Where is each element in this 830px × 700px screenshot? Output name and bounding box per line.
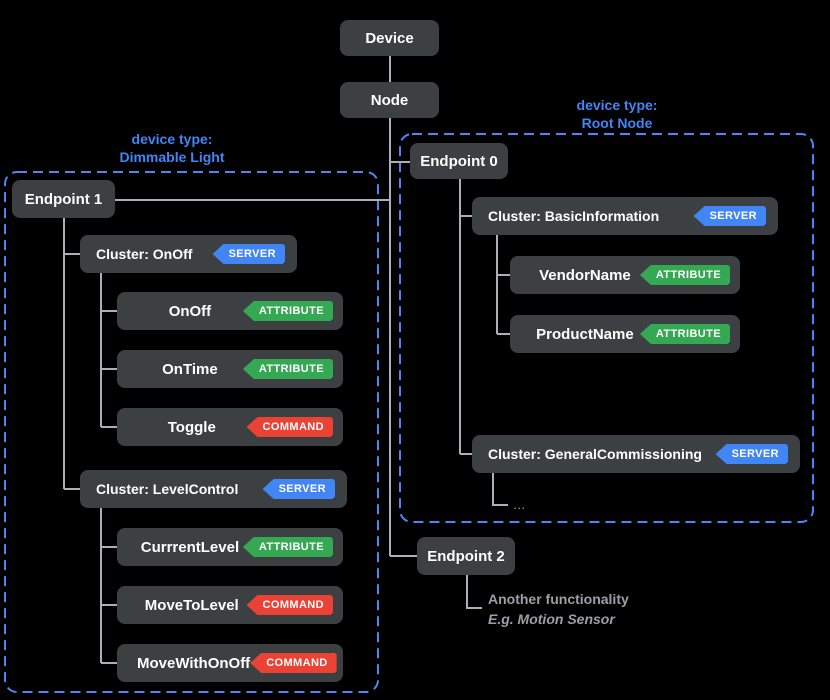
right-device-type-line1: device type: [576, 97, 658, 113]
command-toggle-box: Toggle COMMAND [117, 408, 343, 446]
endpoint-2-note-line2: E.g. Motion Sensor [488, 611, 615, 627]
cluster-generalcommissioning-label: Cluster: GeneralCommissioning [488, 446, 702, 462]
attribute-badge: ATTRIBUTE [639, 324, 730, 344]
device-label: Device [365, 29, 414, 47]
device-box: Device [340, 20, 439, 56]
root-node-group-border [399, 133, 814, 523]
command-movetolevel-box: MoveToLevel COMMAND [117, 586, 343, 624]
command-movewithonoff-box: MoveWithOnOff COMMAND [117, 644, 343, 682]
cluster-basicinformation-label: Cluster: BasicInformation [488, 208, 660, 224]
left-device-type-label: device type: Dimmable Light [92, 130, 252, 166]
endpoint-0-box: Endpoint 0 [410, 143, 508, 179]
attribute-productname-label: ProductName [536, 325, 634, 343]
node-box: Node [340, 82, 439, 118]
cluster-levelcontrol-label: Cluster: LevelControl [96, 481, 239, 497]
cluster-levelcontrol-box: Cluster: LevelControl SERVER [80, 470, 347, 508]
wire-generalcommissioning-ellipsis [492, 473, 508, 506]
cluster-basicinformation-box: Cluster: BasicInformation SERVER [472, 197, 778, 235]
attribute-productname-box: ProductName ATTRIBUTE [510, 315, 740, 353]
generalcommissioning-ellipsis: ... [514, 501, 527, 511]
node-label: Node [370, 91, 409, 109]
cluster-onoff-box: Cluster: OnOff SERVER [80, 235, 297, 273]
attribute-badge: ATTRIBUTE [242, 359, 333, 379]
command-badge: COMMAND [246, 595, 333, 615]
attribute-onoff-box: OnOff ATTRIBUTE [117, 292, 343, 330]
endpoint-1-box: Endpoint 1 [12, 180, 115, 218]
attribute-badge: ATTRIBUTE [242, 301, 333, 321]
attribute-currrentlevel-label: CurrrentLevel [140, 538, 240, 556]
server-badge: SERVER [693, 206, 766, 226]
command-toggle-label: Toggle [167, 418, 216, 436]
endpoint-2-box: Endpoint 2 [417, 537, 515, 575]
attribute-badge: ATTRIBUTE [242, 537, 333, 557]
endpoint-2-label: Endpoint 2 [427, 547, 505, 565]
endpoint-2-note-line1: Another functionality [488, 591, 629, 607]
right-device-type-line2: Root Node [581, 115, 653, 131]
dimmable-light-group-border [4, 171, 379, 693]
command-badge: COMMAND [246, 417, 333, 437]
cluster-generalcommissioning-box: Cluster: GeneralCommissioning SERVER [472, 435, 800, 473]
command-movetolevel-label: MoveToLevel [144, 596, 239, 614]
left-device-type-line1: device type: [131, 131, 213, 147]
endpoint-0-label: Endpoint 0 [420, 152, 498, 170]
attribute-vendorname-label: VendorName [539, 266, 631, 284]
server-badge: SERVER [715, 444, 788, 464]
attribute-vendorname-box: VendorName ATTRIBUTE [510, 256, 740, 294]
server-badge: SERVER [262, 479, 335, 499]
endpoint-2-note: Another functionality E.g. Motion Sensor [488, 589, 629, 629]
attribute-currrentlevel-box: CurrrentLevel ATTRIBUTE [117, 528, 343, 566]
left-device-type-line2: Dimmable Light [119, 149, 225, 165]
attribute-ontime-label: OnTime [162, 360, 218, 378]
attribute-ontime-box: OnTime ATTRIBUTE [117, 350, 343, 388]
attribute-onoff-label: OnOff [168, 302, 212, 320]
wire-endpoint2-note [466, 575, 482, 609]
right-device-type-label: device type: Root Node [537, 96, 697, 132]
endpoint-1-label: Endpoint 1 [24, 190, 103, 208]
command-badge: COMMAND [250, 653, 337, 673]
server-badge: SERVER [212, 244, 285, 264]
command-movewithonoff-label: MoveWithOnOff [137, 654, 251, 672]
attribute-badge: ATTRIBUTE [639, 265, 730, 285]
cluster-onoff-label: Cluster: OnOff [96, 246, 193, 262]
